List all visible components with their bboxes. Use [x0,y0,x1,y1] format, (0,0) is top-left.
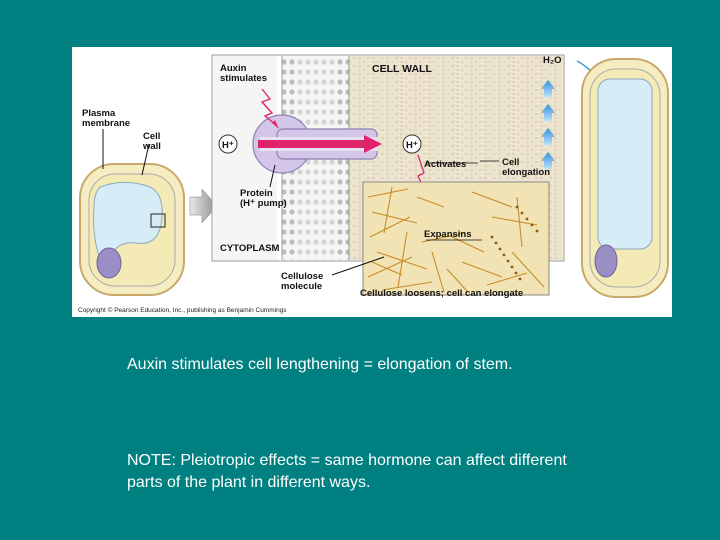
proton-left-icon [218,134,238,154]
plasma-membrane-label: Plasma membrane [82,108,130,129]
cell-elongation-label: Cell elongation [502,157,550,178]
zoom-arrow-icon [189,188,218,224]
auxin-signal-arrow [260,88,277,126]
proton-flow-arrow [258,140,366,148]
cellulose-loosens-label: Cellulose loosens; cell can elongate [360,288,523,299]
cytoplasm-label: CYTOPLASM [220,243,280,254]
left-vacuole [93,181,163,263]
water-label: H₂O [543,55,561,66]
left-cell [79,163,185,296]
proton-left-label: H⁺ [222,140,234,151]
cellulose-molecule-label: Cellulose molecule [281,271,326,292]
right-cell [581,58,669,298]
expansins-inset [362,181,550,296]
caption: Auxin stimulates cell lengthening = elon… [127,356,513,373]
right-nucleus [594,244,618,278]
activates-label: Activates [424,159,466,170]
note-text: NOTE: Pleiotropic effects = same hormone… [127,452,567,491]
protein-label: Protein (H⁺ pump) [240,188,287,209]
auxin-diagram: Plasma membrane Cell wall H⁺ H⁺ Auxin s [72,47,672,317]
auxin-label: Auxin stimulates [220,63,267,84]
proton-right-label: H⁺ [406,140,418,151]
copyright-text: Copyright © Pearson Education, Inc., pub… [78,306,287,314]
cell-wall-label: CELL WALL [372,63,432,75]
cell-wall-small-label: Cell wall [142,131,163,152]
zoom-box [150,213,166,228]
proton-right-icon [402,134,422,154]
expansins-label: Expansins [424,229,472,240]
proton-arrow-head-icon [364,135,382,153]
right-vacuole [597,78,653,250]
elongation-arrows-icon [541,80,555,169]
left-nucleus [96,247,122,279]
